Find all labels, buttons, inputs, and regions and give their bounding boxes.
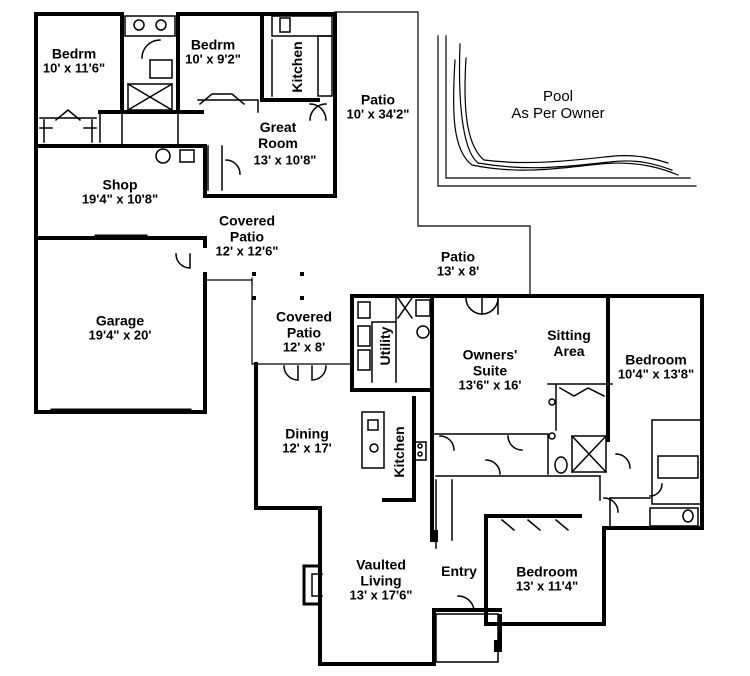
- room-covered-patio-upper: Covered Patio 12' x 12'6": [202, 212, 292, 259]
- room-name: Vaulted Living: [356, 556, 406, 589]
- room-entry: Entry: [441, 563, 477, 579]
- room-bedrm-1: Bedrm 10' x 11'6": [43, 45, 105, 76]
- room-dimensions: 13' x 10'8": [253, 152, 317, 168]
- room-name: Covered Patio: [218, 212, 276, 245]
- room-name: Entry: [441, 562, 477, 579]
- room-sitting-area: Sitting Area: [534, 327, 604, 359]
- room-dimensions: 10'4" x 13'8": [617, 366, 695, 382]
- lower-house-walls: [254, 294, 704, 666]
- upper-doors: [155, 103, 327, 269]
- room-dimensions: 13'6" x 16': [458, 377, 522, 393]
- utility-fixtures: [357, 296, 431, 371]
- room-bedrm-2: Bedrm 10' x 9'2": [185, 36, 241, 67]
- patio-posts: [252, 272, 304, 300]
- room-dimensions: 13' x 8': [436, 263, 480, 279]
- room-name: Sitting Area: [547, 326, 591, 359]
- owners-bath-fixtures: [548, 386, 699, 527]
- room-name: Garage: [95, 312, 145, 329]
- pool-outline: [437, 35, 697, 187]
- room-name: Great Room: [258, 118, 298, 151]
- room-shop: Shop 19'4" x 10'8": [82, 176, 158, 207]
- wall-corner-blocks: [432, 530, 502, 652]
- lower-house-thin-walls: [371, 295, 701, 549]
- room-dining: Dining 12' x 17': [282, 425, 332, 456]
- upper-wing-thin-walls: [39, 99, 259, 191]
- room-dimensions: 10' x 9'2": [185, 51, 241, 67]
- pool-name: Pool: [542, 87, 574, 105]
- room-name: Bedroom: [625, 351, 687, 368]
- room-kitchen-upper: Kitchen: [288, 41, 305, 93]
- room-garage: Garage 19'4" x 20': [89, 312, 152, 343]
- room-bedroom-right: Bedroom 10'4" x 13'8": [611, 351, 701, 382]
- room-dimensions: 12' x 8': [282, 339, 326, 355]
- patio-outlines: [204, 11, 531, 365]
- room-dimensions: 19'4" x 10'8": [81, 191, 159, 207]
- room-dimensions: 13' x 11'4": [515, 578, 579, 594]
- room-patio-upper: Patio 10' x 34'2": [347, 91, 410, 122]
- room-name: Covered Patio: [275, 308, 333, 341]
- room-vaulted-living: Vaulted Living 13' x 17'6": [336, 556, 426, 603]
- upper-kitchen-counters: [271, 15, 333, 97]
- room-name: Patio: [360, 91, 396, 108]
- room-covered-patio-lower: Covered Patio 12' x 8': [259, 308, 349, 355]
- room-name: Dining: [285, 425, 329, 442]
- room-bedroom-lower: Bedroom 13' x 11'4": [516, 563, 578, 594]
- room-owners-suite: Owners' Suite 13'6" x 16': [446, 346, 534, 393]
- room-patio-middle: Patio 13' x 8': [437, 248, 479, 279]
- upper-bath-fixtures: [124, 15, 176, 112]
- entry-stoop: [435, 613, 499, 663]
- room-dimensions: 10' x 34'2": [346, 106, 410, 122]
- room-utility: Utility: [376, 326, 393, 366]
- room-name: Patio: [440, 248, 476, 265]
- room-name: Bedrm: [51, 45, 97, 62]
- pool-label: Pool As Per Owner: [511, 88, 604, 123]
- room-great-room-dims: 13' x 10'8": [253, 152, 317, 169]
- room-name: Owners' Suite: [462, 346, 518, 379]
- room-dimensions: 12' x 17': [282, 440, 332, 456]
- room-kitchen-lower: Kitchen: [390, 426, 407, 478]
- lower-doors: [283, 297, 663, 611]
- pool-note: As Per Owner: [511, 105, 605, 122]
- room-name: Bedroom: [516, 563, 578, 580]
- room-dimensions: 13' x 17'6": [349, 587, 413, 603]
- bedroom-bay-windows: [39, 93, 246, 143]
- room-dimensions: 12' x 12'6": [215, 243, 279, 259]
- room-great-room: Great Room: [238, 119, 318, 151]
- fireplace: [302, 564, 323, 606]
- garage-doors: [50, 234, 192, 412]
- room-dimensions: 19'4" x 20': [88, 327, 152, 343]
- room-name: Bedrm: [190, 36, 236, 53]
- room-name: Shop: [102, 176, 138, 193]
- room-dimensions: 10' x 11'6": [42, 60, 106, 76]
- upper-wing-walls: [34, 12, 337, 414]
- lower-kitchen-fixtures: [361, 411, 427, 469]
